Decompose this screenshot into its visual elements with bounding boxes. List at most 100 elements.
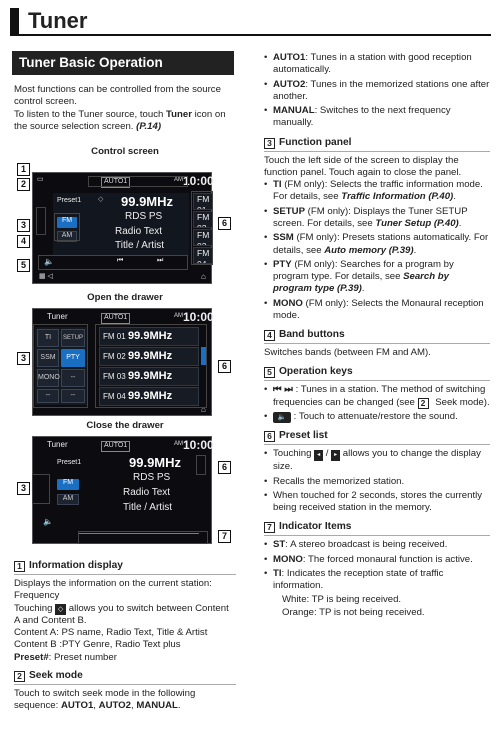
indicator-st-item: ST: A stereo broadcast is being received… bbox=[264, 539, 490, 552]
callout-1: 1 bbox=[17, 163, 30, 176]
highlight-preset bbox=[191, 191, 213, 265]
clock-2: 10:00 bbox=[183, 310, 214, 324]
function-setup-item: SETUP (FM only): Displays the Tuner SETU… bbox=[264, 206, 490, 231]
highlight-info bbox=[88, 176, 188, 187]
am-band-button[interactable]: AM bbox=[57, 231, 77, 242]
am-pm-3: AM bbox=[174, 441, 183, 447]
rds-ps: RDS PS bbox=[125, 211, 163, 222]
indicator-bar bbox=[79, 533, 199, 539]
section-title: Tuner Basic Operation bbox=[12, 51, 234, 75]
drawer-ssm-button[interactable]: SSM bbox=[37, 349, 59, 367]
indicator-items-list: ST: A stereo broadcast is being received… bbox=[264, 539, 490, 592]
highlight-drawer-presets bbox=[95, 324, 207, 408]
function-drawer: TI SETUP SSM PTY MONO -- -- -- bbox=[35, 327, 87, 405]
callout-4: 4 bbox=[17, 235, 30, 248]
right-column: AUTO1: Tunes in a station with good rece… bbox=[264, 52, 490, 619]
info-display-text-1: Displays the information on the current … bbox=[14, 578, 212, 602]
left-column: Most functions can be controlled from th… bbox=[14, 84, 236, 133]
radio-text-3: Radio Text bbox=[123, 487, 171, 498]
seek-mode-badge-3: AUTO1 bbox=[101, 441, 131, 452]
callout-6: 6 bbox=[218, 217, 231, 230]
seek-mode-list: AUTO1: Tunes in a station with good rece… bbox=[264, 52, 490, 130]
am-pm-2: AM bbox=[174, 313, 183, 319]
preset-column: FM 01 FM 02 FM 03 FM 04 bbox=[193, 193, 213, 265]
highlight-band bbox=[54, 213, 80, 241]
drawer-setup-button[interactable]: SETUP bbox=[61, 329, 85, 347]
seek-auto1-item: AUTO1: Tunes in a station with good rece… bbox=[264, 52, 490, 77]
highlight-opkeys bbox=[38, 255, 188, 270]
drawer-empty-button-2[interactable]: -- bbox=[37, 389, 59, 403]
callout-3: 3 bbox=[17, 219, 30, 232]
mute-icon-3[interactable]: 🔈 bbox=[43, 517, 53, 526]
title-tab-marker bbox=[10, 8, 19, 34]
drawer-preset-1[interactable]: FM 01 99.9MHz bbox=[99, 327, 199, 346]
drawer-preset-list: FM 01 99.9MHz FM 02 99.9MHz FM 03 99.9MH… bbox=[99, 327, 207, 407]
operation-key-bar: 🔈 ⏮ ⏭ bbox=[41, 257, 186, 269]
indicator-white: White: TP is being received. bbox=[282, 594, 402, 606]
callout-6c: 6 bbox=[218, 461, 231, 474]
info-display-text-2: Touching ◇ allows you to switch between … bbox=[14, 602, 229, 626]
fm-band-button[interactable]: FM bbox=[57, 217, 77, 228]
drawer-ti-button[interactable]: TI bbox=[37, 329, 59, 347]
drawer-empty-button-1[interactable]: -- bbox=[61, 369, 85, 387]
callout-6b: 6 bbox=[218, 360, 231, 373]
close-drawer-label: Close the drawer bbox=[86, 420, 164, 431]
preset-label-3: Preset1 bbox=[57, 459, 82, 466]
drawer-empty-button-3[interactable]: -- bbox=[61, 389, 85, 403]
drawer-pty-button[interactable]: PTY bbox=[61, 349, 85, 367]
drawer-preset-4[interactable]: FM 04 99.9MHz bbox=[99, 387, 199, 406]
scroll-tab[interactable] bbox=[201, 347, 206, 365]
am-band-button-3[interactable]: AM bbox=[57, 494, 79, 505]
seek-mode-badge: AUTO1 bbox=[101, 177, 131, 188]
seek-mode-badge-2: AUTO1 bbox=[101, 313, 131, 324]
open-drawer-label: Open the drawer bbox=[87, 292, 163, 303]
content-toggle-icon: ◇ bbox=[98, 196, 104, 203]
function-mono-item: MONO (FM only): Selects the Monaural rec… bbox=[264, 298, 490, 323]
control-screen-image: ▭ AUTO1 AM 10:00 Preset1 ◇ 99.9MHz RDS P… bbox=[32, 172, 214, 284]
title-artist: Title / Artist bbox=[115, 240, 165, 251]
drawer-mono-button[interactable]: MONO bbox=[37, 369, 60, 387]
function-panel-list: TI (FM only): Selects the traffic inform… bbox=[264, 179, 490, 322]
preset-size-item: Touching ◂ / ▸ allows you to change the … bbox=[264, 448, 490, 473]
fm-band-button-3[interactable]: FM bbox=[57, 479, 79, 490]
callout-7: 7 bbox=[218, 530, 231, 543]
home-icon-2[interactable]: ⌂ bbox=[201, 405, 206, 414]
seek-back-icon[interactable]: ⏮ bbox=[117, 257, 124, 264]
highlight-close-function bbox=[32, 474, 50, 504]
page-header: Tuner bbox=[10, 6, 491, 36]
home-icon[interactable]: ⌂ bbox=[201, 272, 206, 281]
seek-mode-text: Touch to switch seek mode in the followi… bbox=[14, 687, 196, 712]
page-title: Tuner bbox=[28, 8, 88, 33]
mute-icon[interactable]: 🔈 bbox=[44, 257, 54, 266]
radio-text: Radio Text bbox=[115, 226, 163, 237]
callout-5: 5 bbox=[17, 259, 30, 272]
indicator-mono-item: MONO: The forced monaural function is ac… bbox=[264, 554, 490, 567]
expand-right-icon: ▸ bbox=[331, 450, 341, 462]
callout-3b: 3 bbox=[17, 352, 30, 365]
seek-forward-icon[interactable]: ⏭ bbox=[157, 257, 164, 264]
seek-keys-item: ⏮ ⏭ : Tunes in a station. The method of … bbox=[264, 384, 490, 409]
drawer-preset-2[interactable]: FM 02 99.9MHz bbox=[99, 347, 199, 366]
indicator-ti-item: TI: Indicates the reception state of tra… bbox=[264, 568, 490, 593]
control-screen-label: Control screen bbox=[91, 146, 159, 157]
band-buttons-text: Switches bands (between FM and AM). bbox=[264, 347, 431, 359]
highlight-close-preset bbox=[196, 455, 206, 475]
drawer-preset-3[interactable]: FM 03 99.9MHz bbox=[99, 367, 199, 386]
function-ti-item: TI (FM only): Selects the traffic inform… bbox=[264, 179, 490, 204]
info-panel[interactable]: Preset1 ◇ 99.9MHz RDS PS Radio Text Titl… bbox=[53, 193, 189, 255]
preset-recall-item: Recalls the memorized station. bbox=[264, 476, 490, 489]
highlight-function bbox=[36, 207, 46, 235]
menu-icon: ▭ bbox=[37, 176, 44, 183]
preset-list-items: Touching ◂ / ▸ allows you to change the … bbox=[264, 448, 490, 514]
intro-text-1: Most functions can be controlled from th… bbox=[14, 84, 221, 108]
speaker-icon: 🔈 bbox=[273, 411, 291, 423]
function-ssm-item: SSM (FM only): Presets stations automati… bbox=[264, 232, 490, 257]
